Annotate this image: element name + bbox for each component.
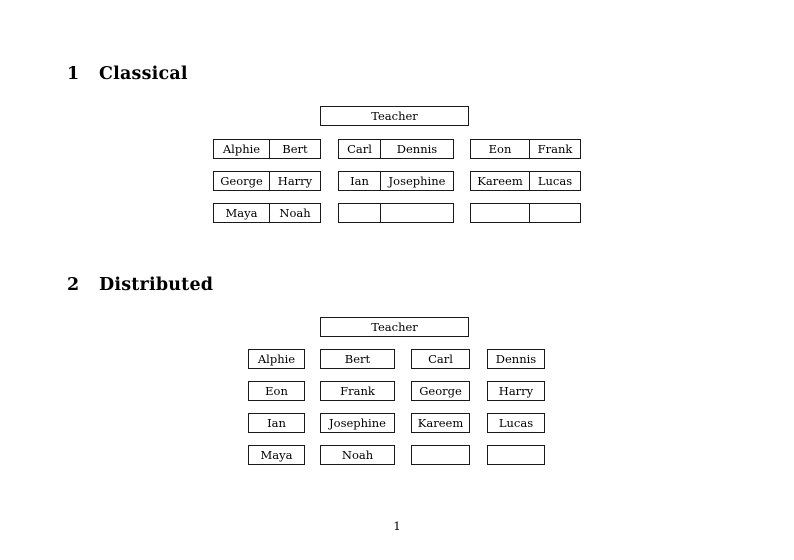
table-row: Eon Frank (470, 139, 581, 159)
cell-student: Bert (269, 140, 320, 158)
cell-student: Kareem (477, 174, 523, 188)
cell-student: Ian (248, 413, 305, 433)
cell-student: Josephine (320, 413, 395, 433)
cell-student: Carl (347, 142, 372, 156)
cell-student (339, 204, 380, 222)
cell-student: Noah (269, 204, 320, 222)
teacher-box-distributed: Teacher (320, 317, 469, 337)
teacher-box-classical: Teacher (320, 106, 469, 126)
section-heading-distributed: 2 Distributed (67, 275, 213, 295)
cell-student: Carl (411, 349, 470, 369)
cell-student: Alphie (248, 349, 305, 369)
section-number-1: 1 (67, 64, 80, 84)
cell-student (471, 204, 529, 222)
table-row: Alphie Bert (213, 139, 321, 159)
cell-student (411, 445, 470, 465)
cell-student: Harry (269, 172, 320, 190)
section-number-2: 2 (67, 275, 80, 295)
cell-student: Lucas (487, 413, 545, 433)
table-row: Carl Dennis (338, 139, 454, 159)
cell-student: Noah (320, 445, 395, 465)
section-title-2: Distributed (99, 275, 214, 295)
cell-student: Dennis (380, 140, 453, 158)
table-row (338, 203, 454, 223)
table-row: Kareem Lucas (470, 171, 581, 191)
table-row: Ian Josephine (338, 171, 454, 191)
cell-student (380, 204, 453, 222)
table-row: George Harry (213, 171, 321, 191)
cell-student: Eon (488, 142, 512, 156)
cell-student: Ian (350, 174, 369, 188)
cell-student: Frank (529, 140, 580, 158)
cell-student (529, 204, 580, 222)
section-title-1: Classical (99, 64, 188, 84)
cell-student: Frank (320, 381, 395, 401)
section-heading-classical: 1 Classical (67, 64, 188, 84)
table-row (470, 203, 581, 223)
cell-student: Maya (225, 206, 258, 220)
cell-student: George (220, 174, 263, 188)
cell-student: Josephine (380, 172, 453, 190)
cell-student: Kareem (411, 413, 470, 433)
cell-student: Eon (248, 381, 305, 401)
cell-student: Bert (320, 349, 395, 369)
cell-student: Maya (248, 445, 305, 465)
cell-student: Alphie (222, 142, 261, 156)
cell-student: Dennis (487, 349, 545, 369)
cell-student: Lucas (529, 172, 580, 190)
table-row: Maya Noah (213, 203, 321, 223)
page-number: 1 (393, 519, 401, 533)
cell-student: Harry (487, 381, 545, 401)
cell-student: George (411, 381, 470, 401)
cell-student (487, 445, 545, 465)
